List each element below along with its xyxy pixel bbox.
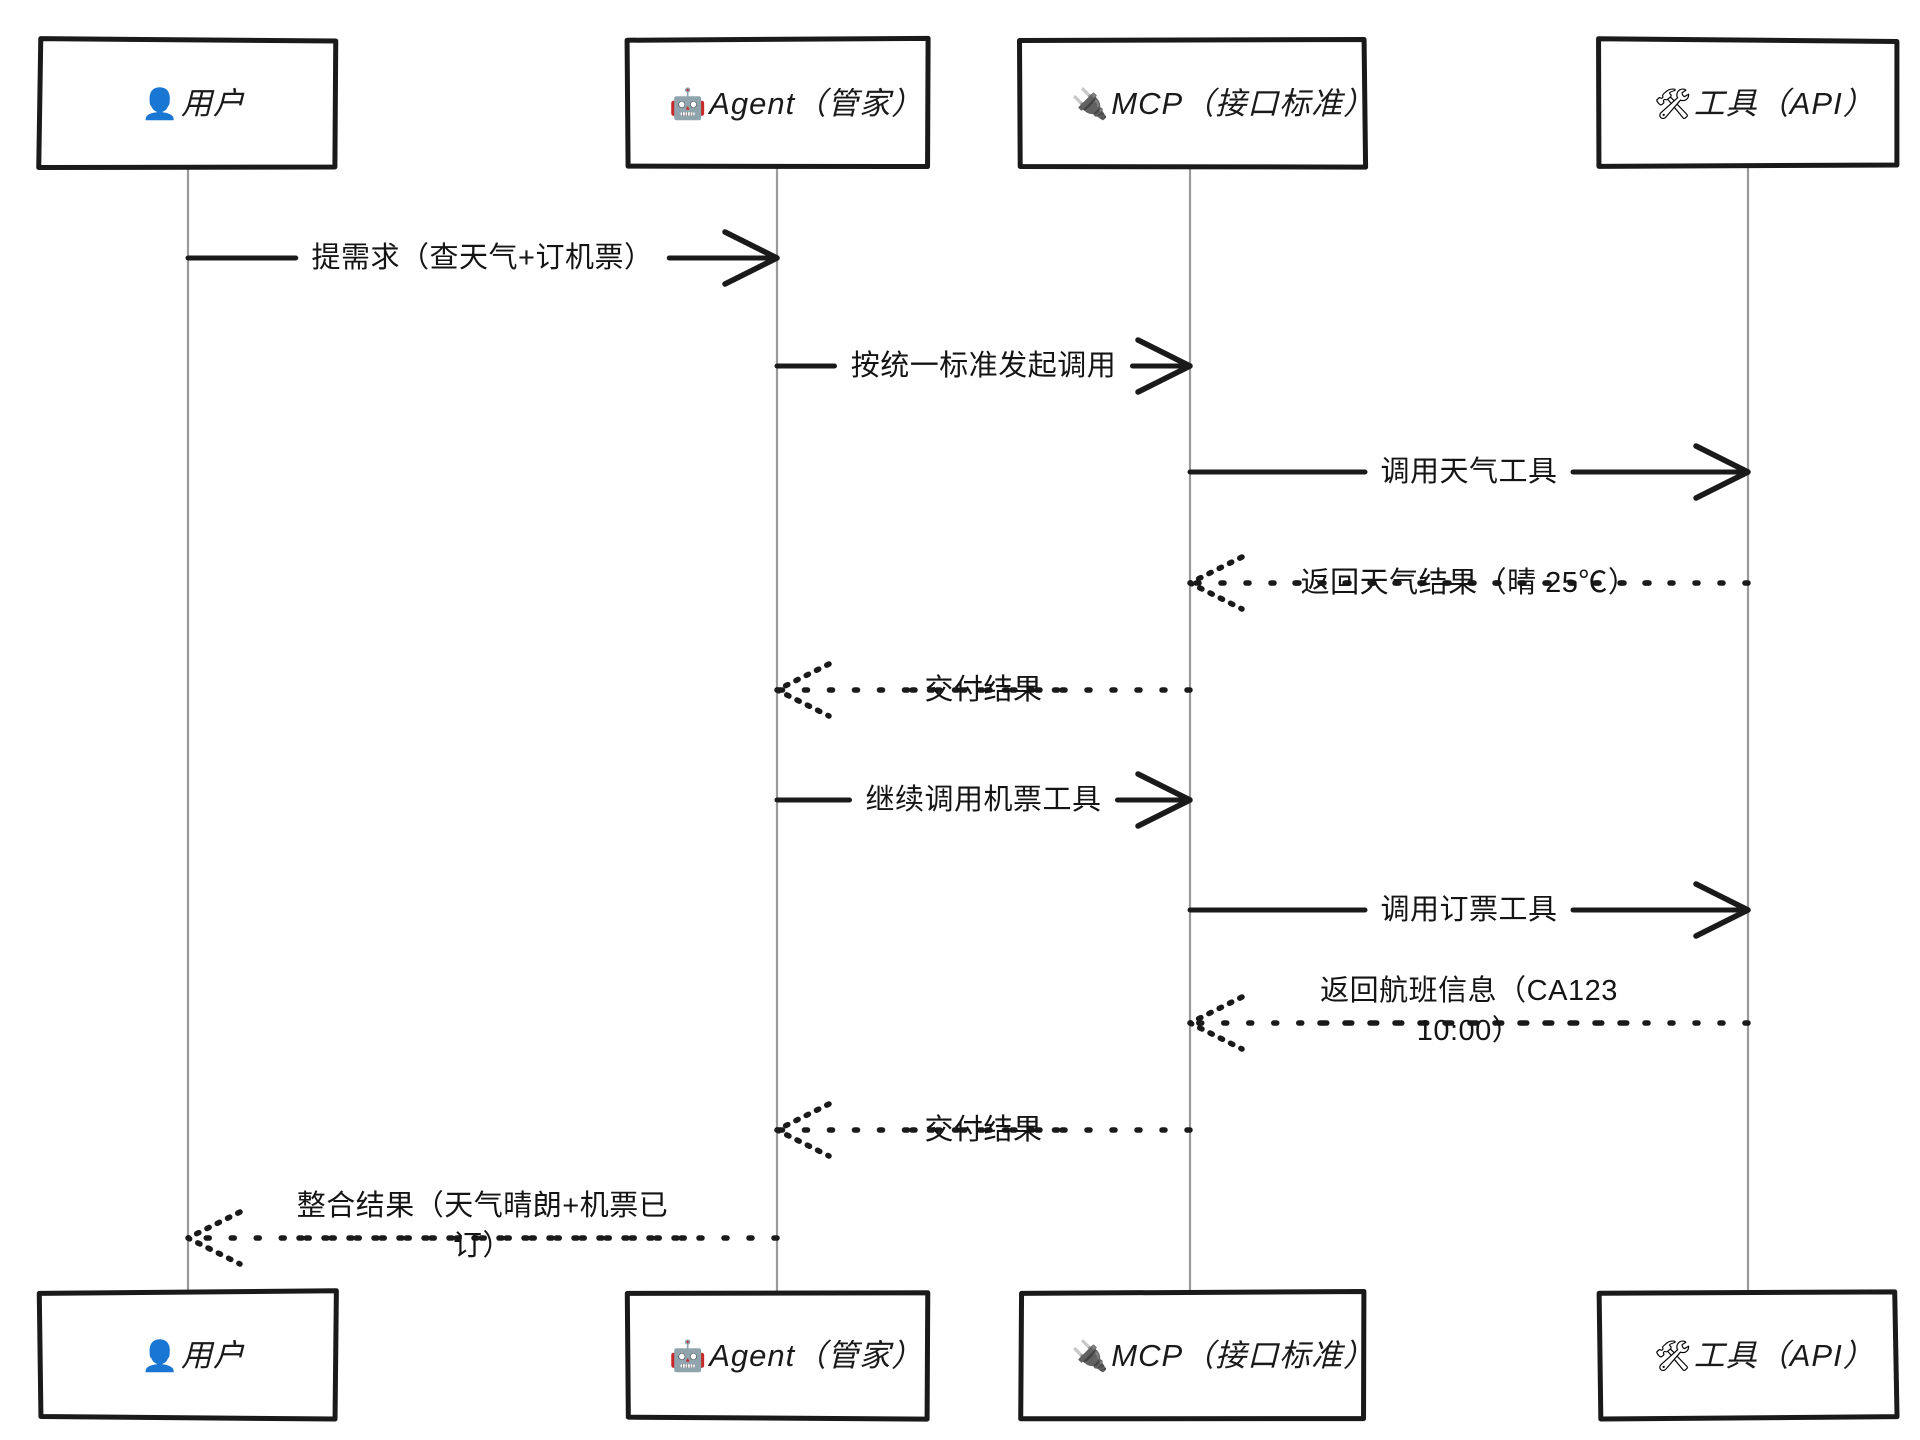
robot-icon: 🤖: [669, 86, 706, 122]
participant-label-user: 用户: [181, 86, 245, 121]
participant-box-tool: [1596, 1289, 1900, 1422]
arrowhead-right: [1135, 771, 1193, 829]
message-label: 提需求（查天气+订机票）: [312, 241, 654, 274]
participant-tool-top[interactable]: 🛠工具（API）: [1596, 36, 1900, 169]
arrowhead-right: [1693, 881, 1751, 939]
arrowhead-left: [1187, 994, 1245, 1052]
message-4-tool-to-mcp[interactable]: 返回天气结果（晴 25℃）: [1187, 554, 1751, 612]
participant-agent-top[interactable]: 🤖Agent（管家）: [624, 35, 931, 170]
arrowhead-left: [1187, 554, 1245, 612]
message-label: 返回天气结果（晴 25℃）: [1301, 566, 1638, 599]
participant-agent-bottom[interactable]: 🤖Agent（管家）: [624, 1290, 931, 1422]
participant-mcp-top[interactable]: 🔌MCP（接口标准）: [1016, 37, 1375, 170]
message-label: 调用订票工具: [1380, 894, 1557, 926]
participant-mcp-bottom[interactable]: 🔌MCP（接口标准）: [1018, 1288, 1375, 1422]
message-label: 继续调用机票工具: [865, 783, 1101, 816]
message-label: 返回航班信息（CA123: [1320, 974, 1618, 1007]
message-label: 整合结果（天气晴朗+机票已: [297, 1189, 668, 1222]
user-bust-icon: 👤: [141, 1338, 178, 1374]
message-8-tool-to-mcp[interactable]: 返回航班信息（CA123 10:00）: [1187, 974, 1751, 1052]
arrowhead-right: [722, 229, 780, 287]
electric-plug-icon: 🔌: [1071, 1338, 1108, 1374]
participant-box-mcp: [1016, 37, 1369, 170]
message-label: 交付结果: [924, 1113, 1042, 1146]
participant-label-user: 用户: [181, 1338, 245, 1373]
participant-label-agent: Agent（管家）: [707, 1338, 923, 1373]
participant-box-tool: [1596, 36, 1900, 169]
participant-label-tool: 工具（API）: [1694, 1338, 1875, 1373]
robot-icon: 🤖: [669, 1338, 706, 1374]
participants-layer: 👤用户👤用户🤖Agent（管家）🤖Agent（管家）🔌MCP（接口标准）🔌MCP…: [36, 35, 1900, 1422]
message-9-mcp-to-agent[interactable]: 交付结果: [774, 1101, 1193, 1159]
lifelines-layer: [186, 166, 1750, 1292]
participant-label-agent: Agent（管家）: [707, 86, 923, 121]
message-label: 交付结果: [924, 673, 1042, 706]
arrowhead-right: [1135, 337, 1193, 395]
electric-plug-icon: 🔌: [1071, 86, 1108, 122]
message-7-mcp-to-tool[interactable]: 调用订票工具: [1187, 881, 1751, 939]
arrowhead-right: [1693, 443, 1751, 501]
message-label: 订）: [453, 1230, 512, 1262]
hammer-wrench-icon: 🛠: [1654, 1339, 1692, 1374]
hammer-wrench-icon: 🛠: [1654, 87, 1692, 122]
arrowhead-left: [774, 1101, 832, 1159]
participant-user-bottom[interactable]: 👤用户: [36, 1288, 339, 1422]
participant-label-mcp: MCP（接口标准）: [1111, 1338, 1375, 1373]
message-6-agent-to-mcp[interactable]: 继续调用机票工具: [774, 771, 1193, 829]
arrowhead-left: [185, 1209, 243, 1267]
participant-tool-bottom[interactable]: 🛠工具（API）: [1596, 1289, 1900, 1422]
participant-label-mcp: MCP（接口标准）: [1111, 86, 1375, 121]
message-1-user-to-agent[interactable]: 提需求（查天气+订机票）: [185, 229, 780, 287]
participant-user-top[interactable]: 👤用户: [36, 36, 339, 171]
user-bust-icon: 👤: [141, 86, 178, 122]
message-2-agent-to-mcp[interactable]: 按统一标准发起调用: [774, 337, 1193, 395]
message-label: 按统一标准发起调用: [851, 349, 1117, 382]
participant-label-tool: 工具（API）: [1694, 86, 1875, 121]
message-5-mcp-to-agent[interactable]: 交付结果: [774, 661, 1193, 719]
participant-box-user: [36, 36, 339, 171]
message-label: 10:00）: [1417, 1015, 1522, 1047]
participant-box-agent: [624, 1290, 931, 1422]
participant-box-user: [36, 1288, 339, 1422]
message-label: 调用天气工具: [1380, 455, 1557, 488]
arrowhead-left: [774, 661, 832, 719]
participant-box-mcp: [1018, 1288, 1367, 1422]
message-3-mcp-to-tool[interactable]: 调用天气工具: [1187, 443, 1751, 501]
participant-box-agent: [624, 35, 931, 170]
